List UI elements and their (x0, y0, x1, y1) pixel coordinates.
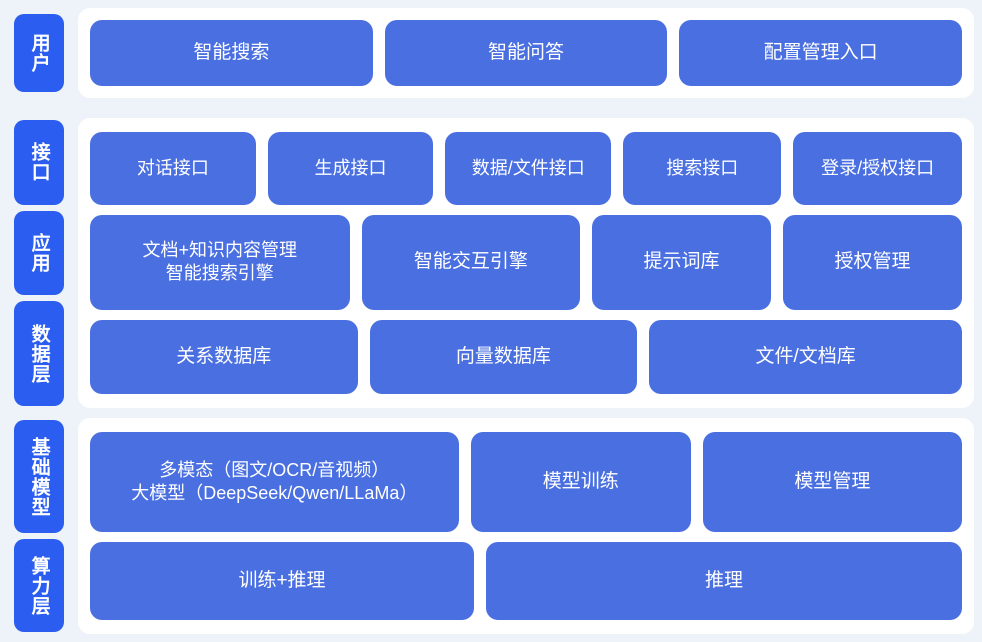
card-vector-database[interactable]: 向量数据库 (369, 320, 638, 394)
card-chat-api[interactable]: 对话接口 (90, 132, 256, 205)
band-platform-row-data: 关系数据库 向量数据库 文件/文档库 (90, 320, 963, 394)
band-infra-row-compute: 训练+推理 推理 (90, 541, 962, 620)
card-file-document-store[interactable]: 文件/文档库 (649, 320, 963, 394)
band-user-side-tabs: 用户 (0, 8, 64, 98)
card-doc-knowledge-management[interactable]: 文档+知识内容管理 智能搜索引擎 (90, 214, 350, 311)
card-smart-search[interactable]: 智能搜索 (90, 20, 373, 86)
band-platform-side-tabs: 接口 应用 数据层 (0, 118, 64, 408)
band-infra-row-models: 多模态（图文/OCR/音视频） 大模型（DeepSeek/Qwen/LLaMa）… (90, 432, 962, 532)
card-config-management-entry[interactable]: 配置管理入口 (679, 20, 963, 86)
band-user-panel: 智能搜索 智能问答 配置管理入口 (78, 8, 974, 98)
band-platform-panel: 对话接口 生成接口 数据/文件接口 搜索接口 登录/授权接口 文档+知识内容管理… (78, 118, 974, 408)
side-tab-interface[interactable]: 接口 (14, 120, 64, 205)
card-smart-qa[interactable]: 智能问答 (384, 20, 668, 86)
card-inference[interactable]: 推理 (486, 541, 962, 620)
side-tab-data-layer[interactable]: 数据层 (14, 301, 64, 407)
card-login-auth-api[interactable]: 登录/授权接口 (793, 132, 963, 205)
side-tab-foundation-model[interactable]: 基础模型 (14, 420, 64, 533)
card-training-and-inference[interactable]: 训练+推理 (90, 541, 474, 620)
card-prompt-library[interactable]: 提示词库 (592, 214, 772, 311)
side-tab-application[interactable]: 应用 (14, 210, 64, 296)
band-infra: 基础模型 算力层 多模态（图文/OCR/音视频） 大模型（DeepSeek/Qw… (0, 418, 982, 634)
card-authorization-management[interactable]: 授权管理 (783, 214, 963, 311)
card-model-management[interactable]: 模型管理 (702, 432, 962, 532)
band-platform-row-interface: 对话接口 生成接口 数据/文件接口 搜索接口 登录/授权接口 (90, 132, 963, 205)
band-infra-panel: 多模态（图文/OCR/音视频） 大模型（DeepSeek/Qwen/LLaMa）… (78, 418, 974, 634)
side-tab-user[interactable]: 用户 (14, 14, 64, 92)
card-smart-interaction-engine[interactable]: 智能交互引擎 (361, 214, 581, 311)
card-model-training[interactable]: 模型训练 (470, 432, 691, 532)
card-generation-api[interactable]: 生成接口 (267, 132, 434, 205)
card-search-api[interactable]: 搜索接口 (623, 132, 782, 205)
card-multimodal-large-model[interactable]: 多模态（图文/OCR/音视频） 大模型（DeepSeek/Qwen/LLaMa） (90, 432, 459, 532)
band-platform-row-application: 文档+知识内容管理 智能搜索引擎 智能交互引擎 提示词库 授权管理 (90, 214, 963, 311)
band-platform: 接口 应用 数据层 对话接口 生成接口 数据/文件接口 搜索接口 登录/授权接口… (0, 118, 982, 408)
card-data-file-api[interactable]: 数据/文件接口 (445, 132, 612, 205)
band-user-row-0: 智能搜索 智能问答 配置管理入口 (90, 20, 963, 86)
band-infra-side-tabs: 基础模型 算力层 (0, 418, 64, 634)
band-user: 用户 智能搜索 智能问答 配置管理入口 (0, 8, 982, 98)
side-tab-compute-layer[interactable]: 算力层 (14, 539, 64, 632)
card-relational-database[interactable]: 关系数据库 (90, 320, 358, 394)
